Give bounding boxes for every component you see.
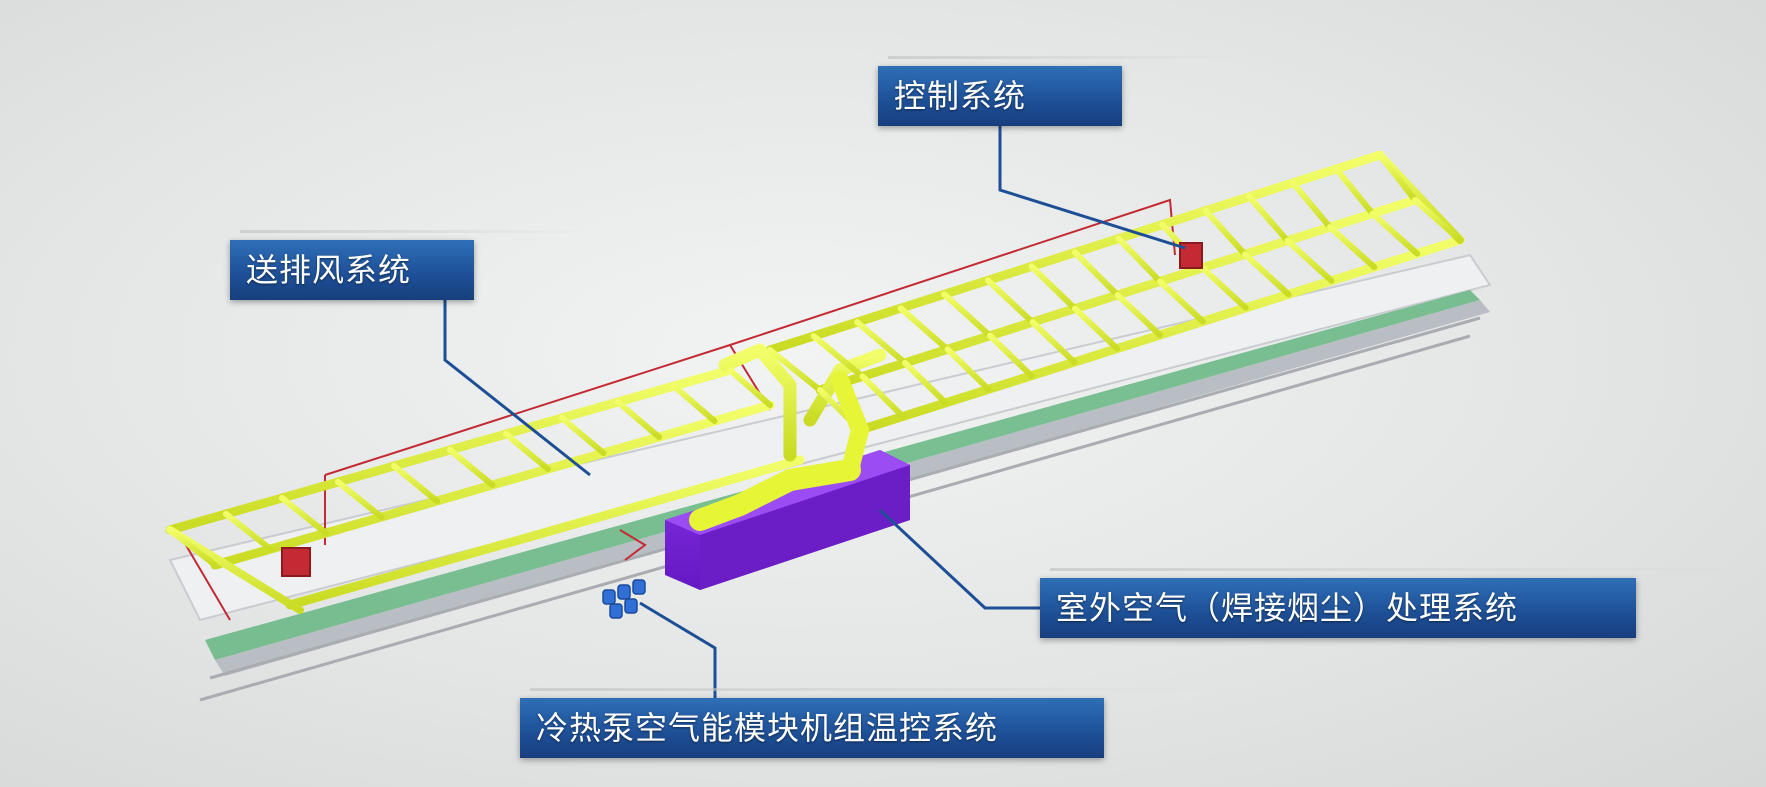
duct-rib [941,291,993,339]
leader-ventilation [443,300,591,477]
leader-lines [443,126,1186,698]
duct-rib [1114,292,1163,338]
control-cabinet-main [1179,242,1203,269]
duct-rib [767,347,823,393]
label-heat-pump-temp-control: 冷热泵空气能模块机组温控系统 [520,688,1224,758]
duct-rib [944,346,992,393]
air-duct-network [165,150,1465,654]
label-outdoor-air-fume-system: 室外空气（焊接烟尘）处理系统 [1040,568,1756,638]
duct-rib [859,373,906,420]
duct-rib [1246,193,1291,244]
duct-rib [671,383,718,424]
heat-pump-units [602,579,646,619]
duct-rib [167,527,218,568]
duct-rib [727,367,773,408]
duct-rib [810,333,866,380]
duct-rib [984,277,1036,326]
duct-rib [1284,237,1335,284]
duct-rib [1115,235,1163,285]
duct-rib [391,463,440,504]
duct-rib [1028,263,1078,312]
duct-rib [447,447,496,488]
air-handling-unit [665,371,910,590]
duct-rib [335,479,385,520]
duct-rib [1377,152,1418,203]
duct-rib [1072,305,1121,352]
duct-rib [1412,197,1463,243]
duct-rib [1199,264,1249,311]
duct-rib [1202,207,1248,258]
label-ventilation-system: 送排风系统 [230,230,594,300]
leader-fume [878,508,1040,610]
duct-rib [1242,251,1292,298]
duct-rib [615,399,662,440]
duct-rib [503,431,551,472]
duct-rib [223,511,274,552]
duct-rib [1029,319,1078,366]
duct-rib [1072,249,1121,298]
duct-rib [897,305,951,353]
leader-control [998,126,1186,250]
duct-rib [902,359,949,406]
duct-rib [559,415,607,456]
control-cabinet-secondary [281,547,311,577]
leader-heatpump [639,601,717,698]
duct-rib [1327,224,1378,271]
duct-rib [1157,278,1206,325]
duct-rib [987,332,1035,379]
duct-rib [1289,179,1333,231]
label-control-system: 控制系统 [878,56,1242,126]
duct-rib [279,495,329,536]
duct-rib [854,319,908,366]
duct-rib [1333,165,1376,217]
duct-rib [1369,210,1421,257]
